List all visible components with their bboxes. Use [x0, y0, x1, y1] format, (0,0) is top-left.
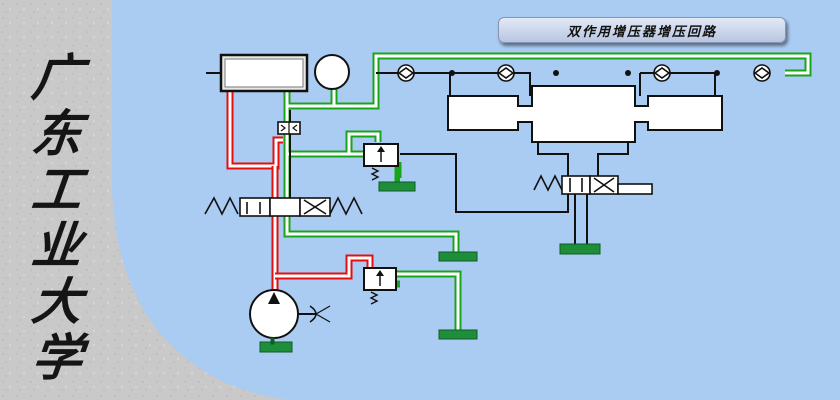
small-check-valve [277, 121, 301, 135]
diagram-title: 双作用增压器增压回路 [566, 24, 717, 40]
relief-valve-lower [363, 267, 397, 305]
junction-dots [449, 70, 720, 76]
pressure-gauge [314, 54, 350, 90]
side-title-char: 大 [28, 272, 86, 331]
side-title: 广 东 工 业 大 学 [14, 48, 100, 387]
side-title-char: 业 [28, 216, 86, 275]
check-valves [397, 64, 771, 82]
side-title-char: 工 [28, 160, 86, 219]
relief-valve-upper [363, 143, 399, 181]
side-title-char: 东 [28, 104, 86, 163]
actuator-block [206, 53, 309, 93]
pressure-line [226, 92, 374, 302]
return-lines [283, 52, 812, 330]
hydraulic-pump [249, 289, 331, 339]
side-title-char: 学 [28, 328, 86, 387]
side-title-char: 广 [28, 48, 86, 107]
directional-valve-left [204, 196, 363, 217]
intensifier-cylinder [447, 85, 723, 143]
tanks [259, 181, 601, 353]
directional-valve-right [533, 174, 653, 195]
title-box: 双作用增压器增压回路 [498, 17, 786, 43]
